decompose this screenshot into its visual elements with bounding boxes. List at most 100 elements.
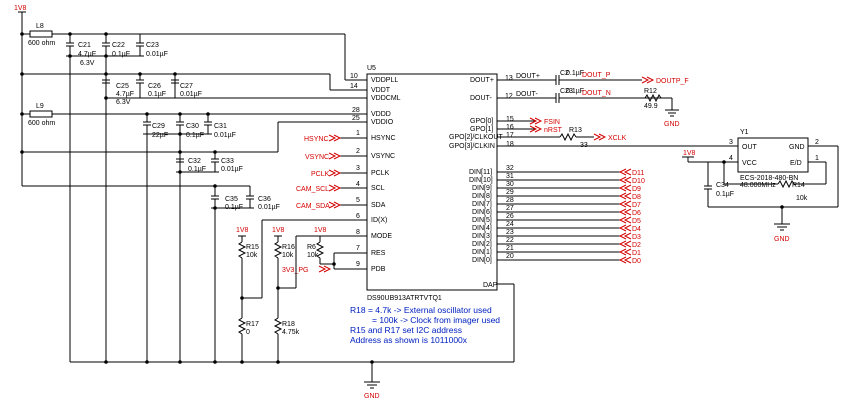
svg-text:GPO[1]: GPO[1] [470,126,493,133]
svg-text:DOUT-: DOUT- [470,95,492,102]
din-arrows [618,168,632,264]
c22-value: 0.1µF [112,51,130,58]
net-vsync: VSYNC [305,154,329,161]
y1-part: ECS-2018-480-BN [740,175,798,182]
ic-ref: U5 [367,65,376,72]
c32-value: 0.1µF [188,166,206,173]
cap-group-c21-c23 [66,32,144,362]
ground-symbol-y1 [774,223,790,231]
y1-num-vcc: 4 [729,155,733,162]
r16-rail: 1V8 [272,227,285,234]
svg-text:HSYNC: HSYNC [371,135,396,142]
svg-text:24: 24 [506,221,514,228]
ic-right-pins: DOUT+ 13 DOUT- 12 GPO[0] 15 GPO[1] 16 GP… [449,75,514,289]
note-line-2: = 100k -> Clock from imager used [372,315,500,325]
c30-ref: C30 [186,123,199,130]
svg-text:DIN[8]: DIN[8] [472,193,492,200]
dout-plus-net: DOUT+ [516,73,540,80]
svg-text:SDA: SDA [371,202,386,209]
oscillator-y1-body [737,137,809,173]
svg-text:DIN[3]: DIN[3] [472,233,492,240]
svg-text:VDDT: VDDT [371,87,391,94]
r6-rail: 1V8 [314,227,327,234]
svg-text:6: 6 [356,213,360,220]
svg-text:32: 32 [506,165,514,172]
resistor-r14 [777,179,795,189]
c35-value: 0.1µF [225,204,243,211]
r16-ref: R16 [282,244,295,251]
net-cam-scl: CAM_SCL [296,186,329,193]
svg-text:1: 1 [356,130,360,137]
svg-text:DIN[9]: DIN[9] [472,185,492,192]
svg-text:7: 7 [356,245,360,252]
net-cam-sda: CAM_SDA [296,203,330,210]
gnd-label-r12: GND [664,121,680,128]
svg-text:8: 8 [356,229,360,236]
c33-ref: C33 [221,158,234,165]
c2-ref: C2 [560,70,569,77]
y1-num-ed: 1 [815,155,819,162]
c27-ref: C27 [180,83,193,90]
svg-text:GPO[3]/CLKIN: GPO[3]/CLKIN [449,143,495,150]
r6-ref: R6 [307,244,316,251]
r17-ref: R17 [246,321,259,328]
r12-value: 49.9 [644,103,658,110]
r14-ref: R14 [792,182,805,189]
svg-text:21: 21 [506,245,514,252]
svg-text:3: 3 [356,165,360,172]
c30-value: 0.1µF [186,132,204,139]
svg-text:26: 26 [506,213,514,220]
svg-text:20: 20 [506,253,514,260]
y1-pin-out: OUT [742,144,758,151]
dout-minus-net: DOUT- [516,91,538,98]
r15-value: 10k [246,252,258,259]
svg-text:9: 9 [356,261,360,268]
cap-group-c32-c33 [176,150,219,174]
svg-text:15: 15 [506,116,514,123]
svg-text:D6: D6 [632,210,641,217]
l9-ref: L9 [36,103,44,110]
svg-text:MODE: MODE [371,233,392,240]
svg-text:GPO[2]/CLKOUT: GPO[2]/CLKOUT [449,134,503,141]
svg-text:DIN[2]: DIN[2] [472,241,492,248]
svg-text:4: 4 [356,181,360,188]
l9-value: 600 ohm [28,120,55,127]
input-net-labels: HSYNC VSYNC PCLK CAM_SCL CAM_SDA 3V3_PG [282,134,342,274]
c23b-ref: C23 [560,88,573,95]
svg-text:13: 13 [505,75,513,82]
c36-ref: C36 [258,196,271,203]
c32-ref: C32 [188,158,201,165]
cap-group-c29-c31 [143,112,212,362]
c34-value: 0.1µF [716,191,734,198]
l8-value: 600 ohm [28,40,55,47]
svg-text:DIN[5]: DIN[5] [472,217,492,224]
c31-ref: C31 [214,123,227,130]
y1-num-gnd: 2 [815,139,819,146]
c36-value: 0.01µF [258,204,280,211]
c23-ref: C23 [146,42,159,49]
port-doutp-f: DOUTP_F [656,78,689,85]
c21-ref: C21 [78,42,91,49]
net-xclk: XCLK [608,135,627,142]
svg-text:D5: D5 [632,218,641,225]
inductor-l9 [29,110,53,118]
y1-freq: 48.000MHz [740,182,776,189]
r15-rail: 1V8 [236,227,249,234]
svg-text:DIN[4]: DIN[4] [472,225,492,232]
svg-text:VSYNC: VSYNC [371,153,395,160]
svg-text:22: 22 [506,237,514,244]
svg-text:27: 27 [506,205,514,212]
svg-text:DIN[0]: DIN[0] [472,257,492,264]
svg-text:D7: D7 [632,202,641,209]
svg-text:16: 16 [506,124,514,131]
r12-ref: R12 [644,88,657,95]
y1-pin-vcc: VCC [742,160,757,167]
svg-text:5: 5 [356,197,360,204]
ground-symbol-main [364,381,380,389]
svg-text:DOUT+: DOUT+ [470,77,494,84]
svg-text:D3: D3 [632,234,641,241]
net-rst: nRST [544,127,563,134]
c29-value: 22µF [152,132,168,139]
rail-1v8-label-top: 1V8 [14,5,27,12]
r6-value: 10k [307,252,319,259]
